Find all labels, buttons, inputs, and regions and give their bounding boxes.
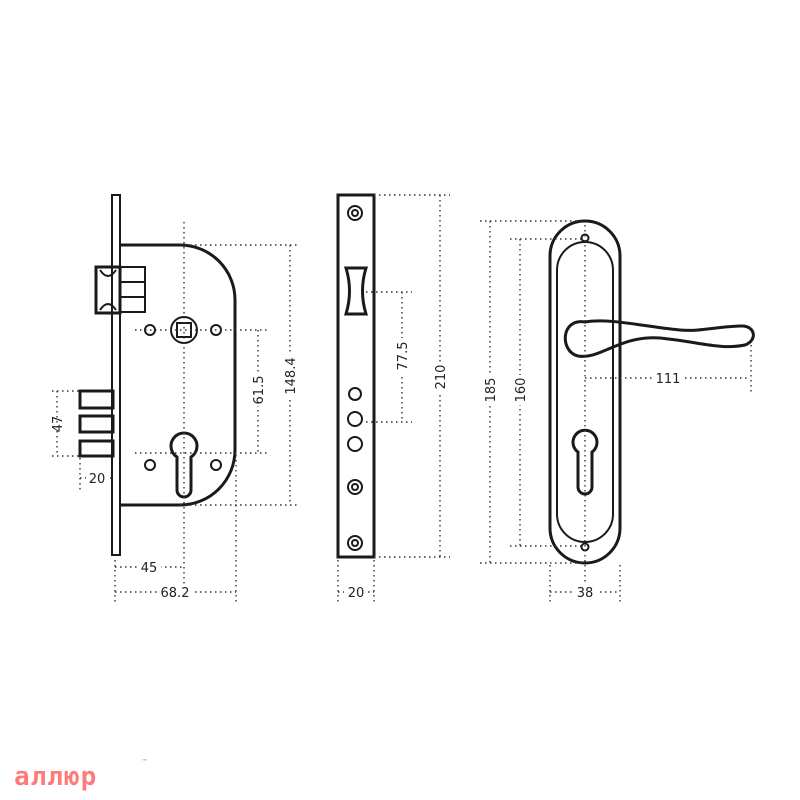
handle-backplate-inset — [556, 241, 614, 543]
strike-plate-view: 77.5 210 20 — [336, 193, 450, 605]
dim-61-5: 61.5 — [252, 376, 267, 405]
spindle-hub — [170, 316, 198, 344]
lever-handle — [563, 319, 755, 358]
deadbolt-2 — [78, 414, 115, 434]
strike-plate — [336, 193, 376, 559]
dim-185: 185 — [484, 378, 499, 403]
handle-backplate — [548, 219, 622, 565]
handle-view: 185 160 111 38 — [480, 219, 755, 605]
cylinder-keyhole — [169, 431, 199, 499]
spindle-square — [176, 322, 192, 338]
dim-160: 160 — [514, 378, 529, 403]
dim-20-strike: 20 — [348, 586, 365, 601]
dim-20-deadbolt: 20 — [89, 472, 106, 487]
latch-bolt — [94, 265, 122, 315]
dim-38: 38 — [577, 586, 594, 601]
dim-148-4: 148.4 — [284, 357, 299, 394]
handle-keyhole — [571, 428, 599, 496]
dim-47: 47 — [51, 416, 66, 433]
dim-45: 45 — [141, 561, 158, 576]
latch-housing — [119, 266, 146, 313]
dim-77-5: 77.5 — [396, 342, 411, 371]
dim-111: 111 — [656, 372, 681, 387]
mortise-lock-view: 47 20 45 68.2 61.5 148.4 — [51, 194, 300, 605]
trademark-mark: ™ — [141, 758, 148, 766]
lock-body — [120, 243, 237, 507]
lock-faceplate — [111, 194, 121, 556]
dim-68-2: 68.2 — [161, 586, 190, 601]
deadbolt-1 — [78, 389, 115, 410]
dim-210: 210 — [434, 365, 449, 390]
latch-opening — [343, 266, 369, 316]
deadbolt-3 — [78, 439, 115, 458]
brand-logo: аллюр — [14, 762, 98, 792]
